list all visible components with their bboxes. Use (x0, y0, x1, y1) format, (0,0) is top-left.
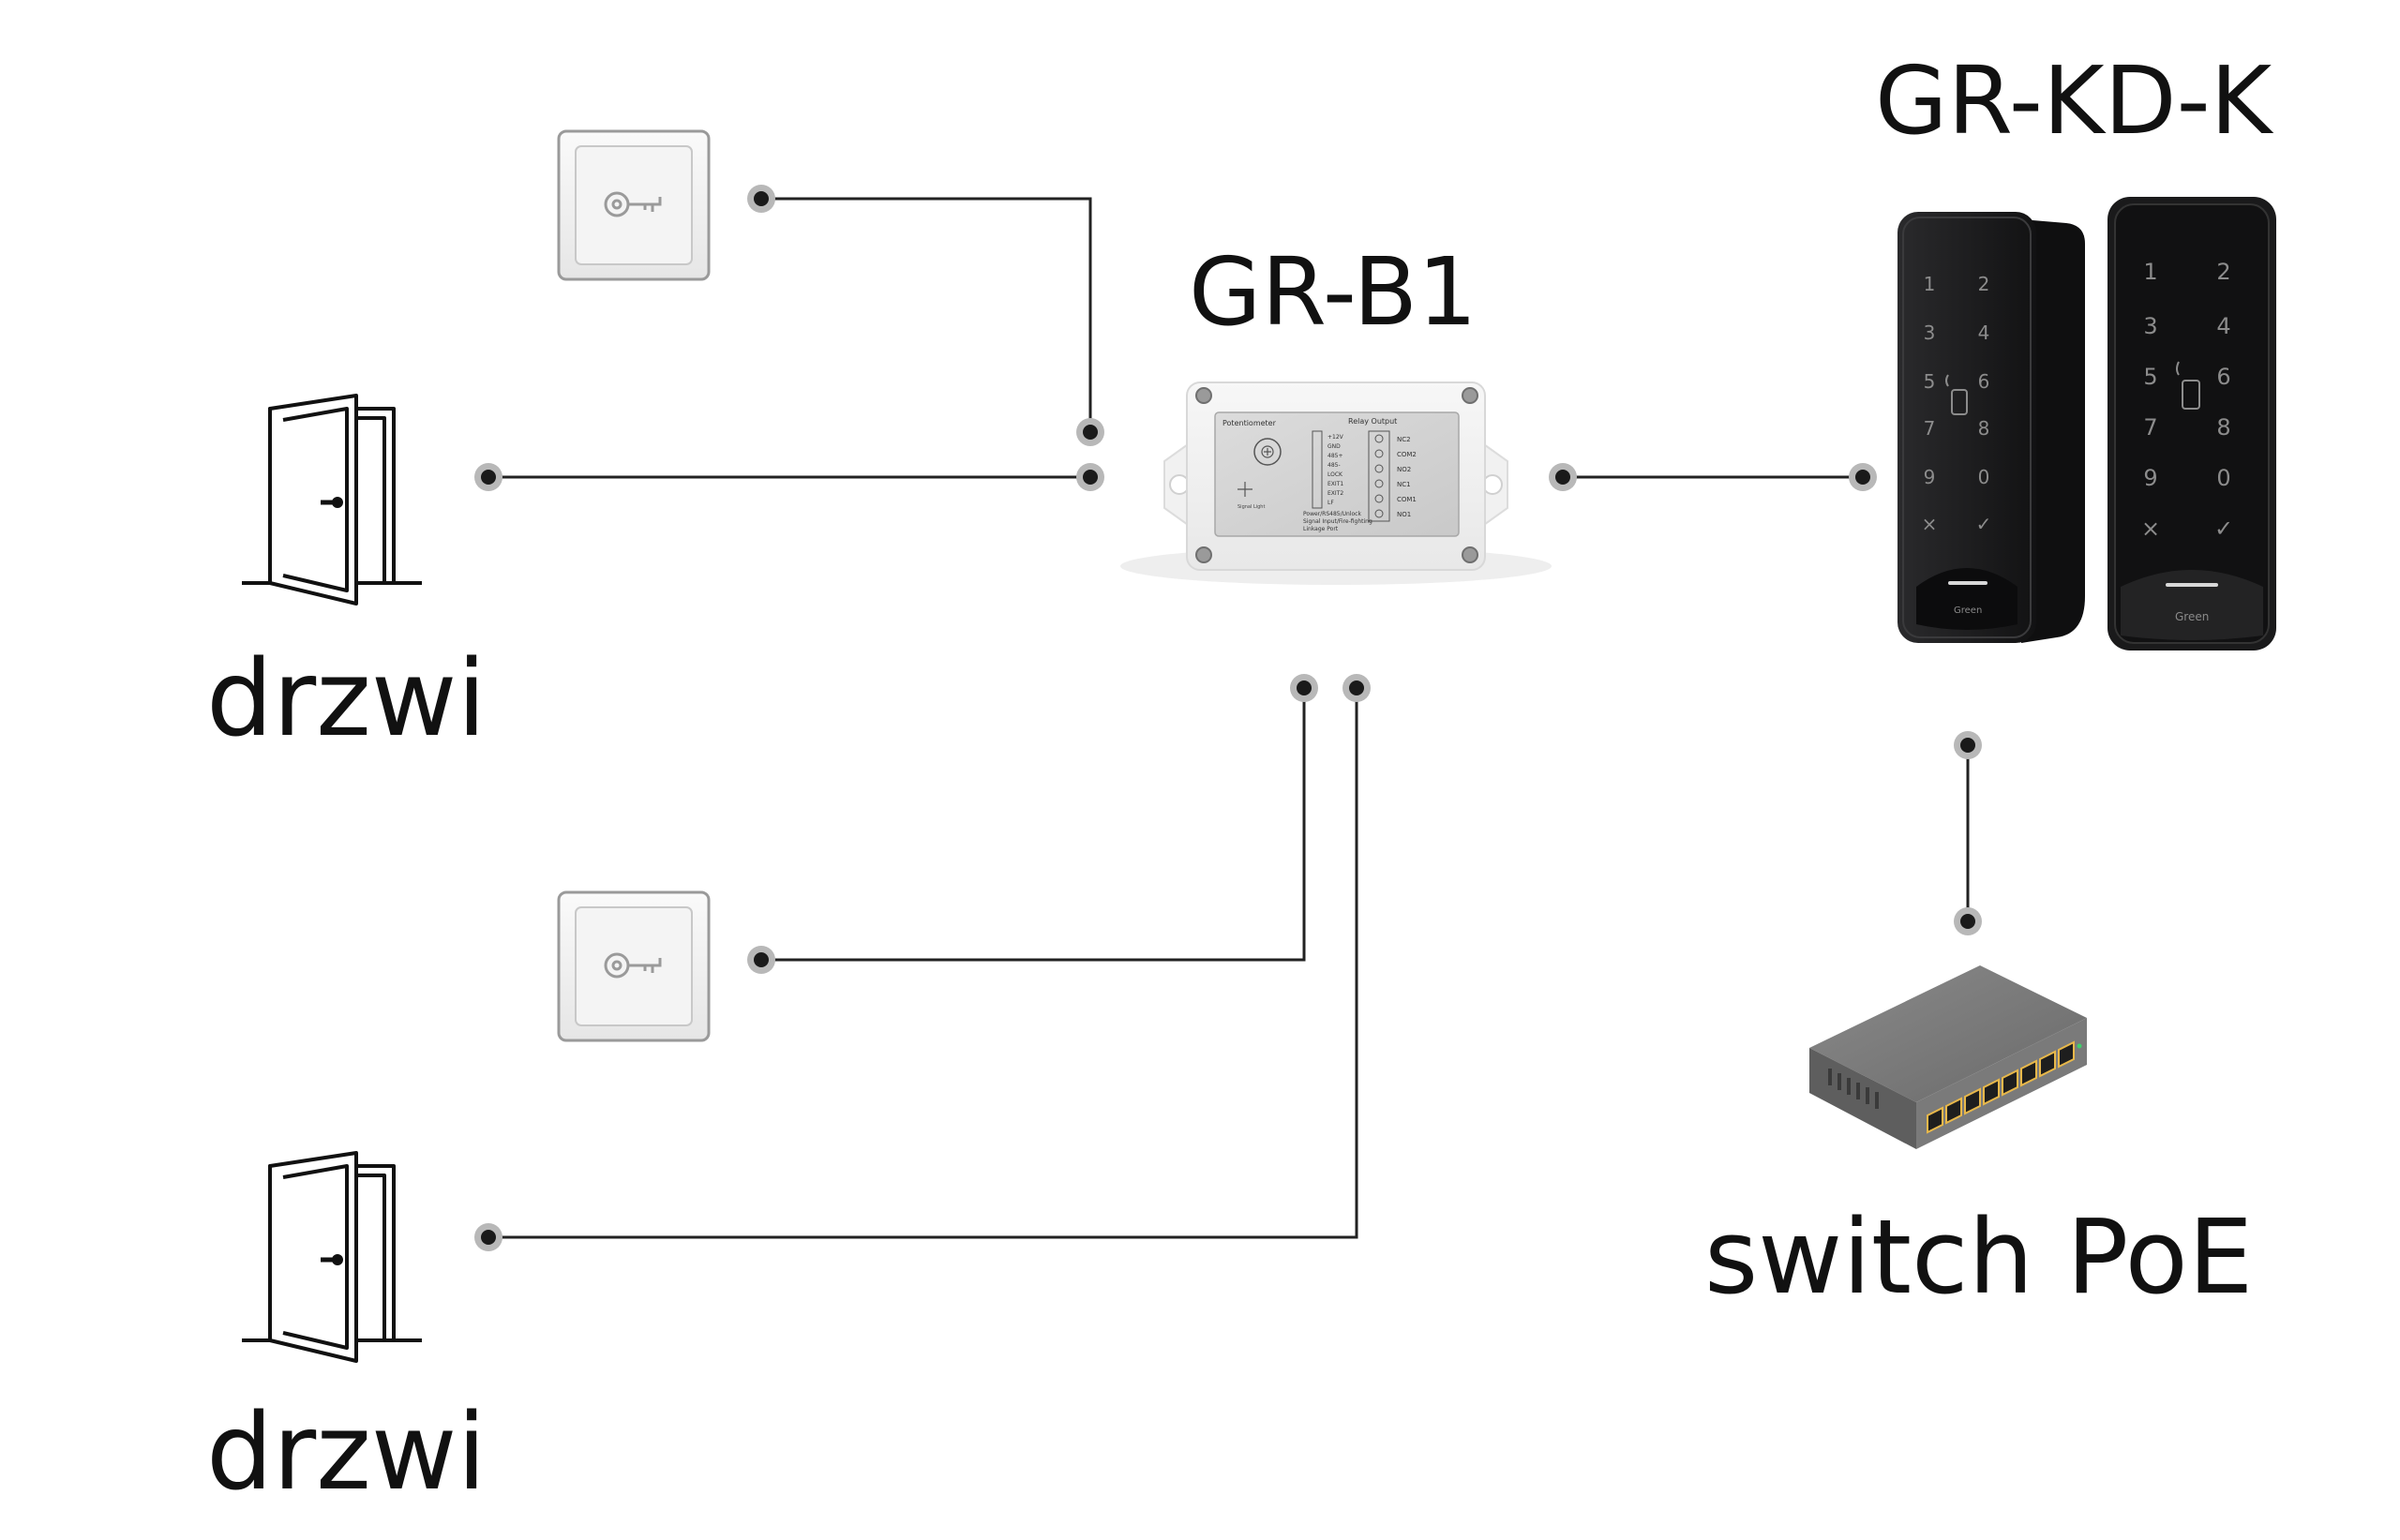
door-label-bottom: drzwi (206, 1392, 487, 1514)
reader-brand: Green (2175, 610, 2209, 623)
key-label: 4 (1978, 321, 1990, 344)
reader-brand: Green (1954, 606, 1982, 616)
key-label: ✓ (2214, 516, 2233, 542)
panel-bottom-text: Power/RS485/Unlock (1303, 511, 1361, 517)
controller-device: Potentiometer Relay Output Signal Light … (1120, 381, 1552, 585)
key-label: 1 (2143, 259, 2157, 285)
node (474, 463, 502, 491)
pin-label: COM2 (1397, 451, 1417, 458)
connection-nodes (474, 185, 1982, 1251)
pin-label: EXIT2 (1328, 490, 1343, 497)
key-label: ✓ (1976, 513, 1992, 535)
node (1076, 418, 1104, 446)
key-label: 7 (2143, 414, 2157, 441)
key-label: 3 (2143, 313, 2157, 339)
key-label: 0 (2216, 465, 2230, 491)
key-label: × (2141, 516, 2160, 542)
node (1076, 463, 1104, 491)
node (1849, 463, 1877, 491)
panel-bottom-text: Linkage Port (1303, 526, 1339, 532)
node (474, 1223, 502, 1251)
pin-label: EXIT1 (1328, 481, 1343, 487)
key-label: 5 (2143, 364, 2157, 390)
keypad-reader-device: Green 1 2 3 4 5 6 7 8 9 0 × ✓ (1898, 212, 2085, 643)
pin-label: COM1 (1397, 496, 1417, 503)
pin-label: NO1 (1397, 511, 1411, 518)
switch-label: switch PoE (1704, 1197, 2254, 1317)
key-label: 1 (1924, 273, 1936, 295)
key-label: 3 (1924, 321, 1936, 344)
wire-bottom-button (761, 688, 1306, 962)
key-label: 8 (1978, 417, 1990, 440)
pin-label: NC1 (1397, 481, 1411, 488)
door-label-top: drzwi (206, 638, 487, 760)
exit-button-icon (557, 129, 711, 281)
keypad-reader-device: Green 1 2 3 4 5 6 7 8 9 0 × ✓ (2108, 197, 2276, 650)
panel-bottom-text: Signal Input/Fire-fighting (1303, 518, 1372, 525)
door-icon (242, 1151, 422, 1363)
panel-title-right: Relay Output (1348, 417, 1397, 426)
node (1549, 463, 1577, 491)
key-label: 6 (1978, 370, 1990, 393)
door-icon (242, 394, 422, 606)
node (1342, 674, 1371, 702)
vent-grille (1828, 1069, 1879, 1109)
controller-label: GR-B1 (1189, 237, 1478, 347)
key-label: 8 (2216, 414, 2230, 441)
pin-label: NC2 (1397, 436, 1411, 443)
pin-label: +12V (1328, 434, 1344, 441)
key-label: 0 (1978, 466, 1990, 488)
key-label: 9 (2143, 465, 2157, 491)
key-label: 9 (1924, 466, 1936, 488)
panel-title-left: Potentiometer (1222, 419, 1277, 427)
key-label: × (1922, 513, 1938, 535)
key-label: 2 (1978, 273, 1990, 295)
poe-switch-device (1809, 965, 2087, 1149)
left-pin-labels: +12V GND 485+ 485- LOCK EXIT1 EXIT2 LF (1328, 434, 1344, 506)
node (747, 185, 775, 213)
key-label: 7 (1924, 417, 1936, 440)
wire-top-button (761, 197, 1092, 432)
key-label: 6 (2216, 364, 2230, 390)
key-label: 4 (2216, 313, 2230, 339)
rfid-icon (2176, 361, 2200, 410)
pin-label: GND (1328, 443, 1341, 450)
key-icon (604, 191, 662, 217)
node (1954, 731, 1982, 759)
ethernet-ports (1927, 1040, 2075, 1134)
pin-label: 485- (1328, 462, 1341, 469)
key-label: 5 (1924, 370, 1936, 393)
rfid-icon (1945, 374, 1968, 415)
exit-button-icon (557, 890, 711, 1042)
key-icon (604, 952, 662, 979)
wire-bottom-door (488, 688, 1358, 1239)
right-pin-labels: NC2 COM2 NO2 NC1 COM1 NO1 (1397, 436, 1417, 518)
reader-label: GR-KD-K (1875, 46, 2272, 156)
node (747, 946, 775, 974)
key-label: 2 (2216, 259, 2230, 285)
pin-label: LF (1328, 500, 1334, 506)
wires (488, 197, 1970, 1239)
signal-light-label: Signal Light (1238, 504, 1265, 510)
pin-label: 485+ (1328, 453, 1342, 459)
node (1290, 674, 1318, 702)
pin-label: LOCK (1328, 471, 1343, 478)
pin-label: NO2 (1397, 466, 1411, 473)
node (1954, 907, 1982, 935)
